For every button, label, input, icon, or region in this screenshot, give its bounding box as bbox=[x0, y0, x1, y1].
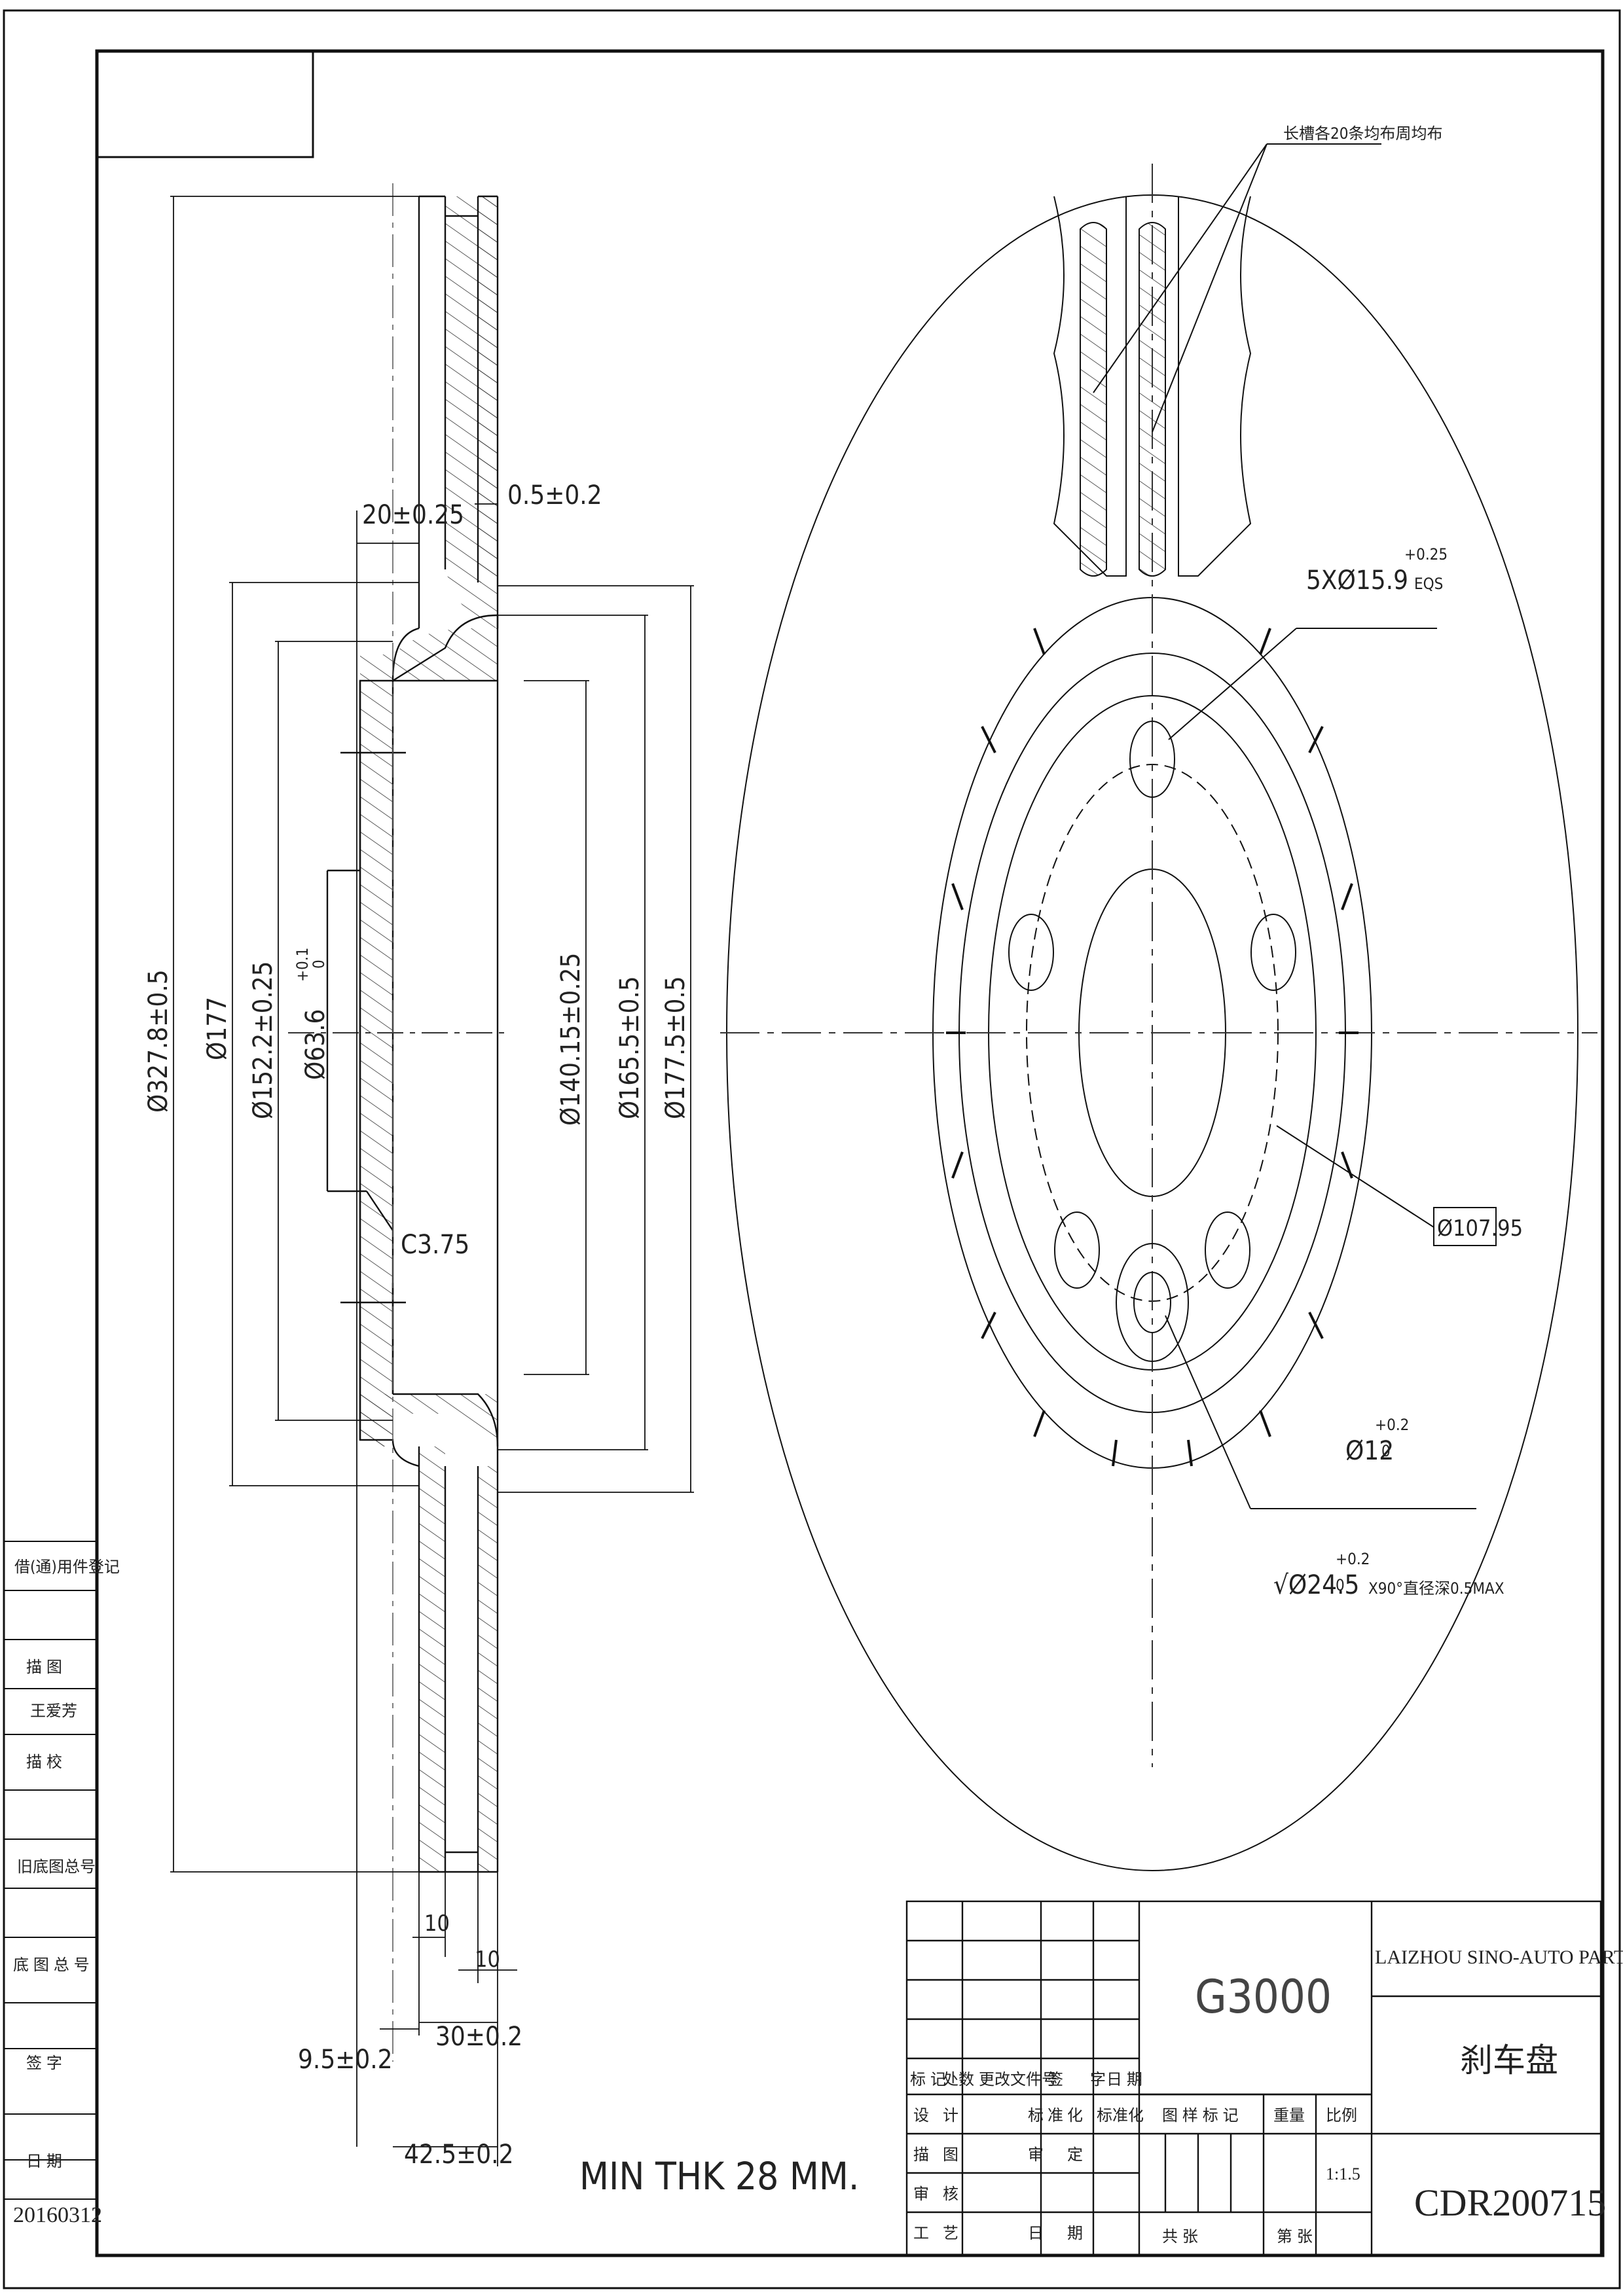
sign-check-a: 审 bbox=[913, 2185, 929, 2203]
title-block bbox=[905, 1900, 1602, 2256]
pcd-box bbox=[1433, 1207, 1497, 1246]
pilot-hole-outer bbox=[1116, 1243, 1189, 1362]
sign-approve-a: 审 bbox=[1028, 2145, 1044, 2164]
slot-break bbox=[1053, 196, 1127, 577]
margin-field-7: 日 期 bbox=[26, 2152, 62, 2170]
pilot-tol: +0.2 bbox=[1375, 1416, 1409, 1434]
slot-right bbox=[1139, 222, 1166, 577]
csk-tol: +0.2 bbox=[1336, 1550, 1370, 1568]
hat-section bbox=[360, 628, 498, 681]
csk-tol0: 0 bbox=[1336, 1576, 1345, 1594]
rev-date: 日 期 bbox=[1106, 2070, 1142, 2089]
weight-label: 重量 bbox=[1273, 2106, 1305, 2125]
dim-152: Ø152.2±0.25 bbox=[248, 961, 278, 1119]
margin-header: 借(通)用件登记 bbox=[14, 1558, 120, 1576]
dim-140: Ø140.15±0.25 bbox=[556, 953, 586, 1126]
dim-ten-a: 10 bbox=[424, 1910, 450, 1937]
bolt-holes-label: 5XØ15.9 bbox=[1306, 565, 1408, 596]
slot-left bbox=[1080, 222, 1107, 577]
margin-field-2: 王爱芳 bbox=[30, 1702, 77, 1720]
margin-field-3: 描 校 bbox=[26, 1753, 62, 1771]
outer-border bbox=[3, 9, 1621, 2289]
lower-plate-inner bbox=[478, 1466, 498, 1872]
drawing-number: CDR200715 bbox=[1414, 2181, 1606, 2224]
min-thickness-note: MIN THK 28 MM. bbox=[579, 2154, 859, 2198]
rev-doc: 更改文件号 bbox=[979, 2070, 1057, 2089]
sign-date-a: 日 bbox=[1028, 2224, 1044, 2242]
bolt-holes-tol-bot: EQS bbox=[1414, 575, 1443, 593]
dim-63-tol0: 0 bbox=[310, 960, 328, 969]
sign-draw-b: 图 bbox=[943, 2145, 958, 2164]
face-view bbox=[720, 143, 1597, 1871]
top-left-box bbox=[96, 50, 314, 158]
sign-design-b: 计 bbox=[943, 2106, 958, 2125]
pilot-hole bbox=[1133, 1272, 1171, 1333]
scale-value: 1:1.5 bbox=[1326, 2164, 1360, 2183]
dim-overall425: 42.5±0.2 bbox=[404, 2140, 513, 2170]
sign-std-b: 准 bbox=[1048, 2106, 1063, 2125]
left-margin-table bbox=[4, 1541, 97, 2200]
sheet-total: 共 张 bbox=[1162, 2227, 1198, 2246]
sign-check-b: 核 bbox=[943, 2185, 958, 2203]
dim-outer-dia: Ø327.8±0.5 bbox=[143, 969, 173, 1113]
rev-sign: 签 bbox=[1048, 2070, 1063, 2089]
rev-count: 处数 bbox=[943, 2070, 974, 2089]
part-name: 刹车盘 bbox=[1460, 2041, 1558, 2079]
pilot-label: Ø12 bbox=[1345, 1436, 1394, 1466]
dim-runout: 0.5±0.2 bbox=[507, 480, 602, 511]
sign-std-c: 化 bbox=[1067, 2106, 1083, 2125]
lower-plate-outer bbox=[419, 1446, 445, 1872]
sign-proc-a: 工 bbox=[913, 2224, 929, 2242]
sign-std-d: 标准化 bbox=[1097, 2106, 1144, 2125]
dim-165: Ø165.5±0.5 bbox=[615, 976, 645, 1119]
dim-chamfer: C3.75 bbox=[401, 1230, 469, 1260]
stage-label: 图 样 标 记 bbox=[1162, 2106, 1239, 2125]
margin-field-5: 底 图 总 号 bbox=[13, 1956, 90, 1974]
scale-label: 比例 bbox=[1326, 2106, 1357, 2125]
section-view: Ø327.8±0.5 Ø177 Ø152.2±0.25 Ø63.6 +0.1 0… bbox=[143, 183, 859, 2198]
upper-plate-inner bbox=[478, 196, 498, 583]
margin-field-1: 描 图 bbox=[26, 1658, 62, 1676]
sheet-no: 第 张 bbox=[1277, 2227, 1313, 2246]
csk-tail: X90°直径深0.5MAX bbox=[1368, 1579, 1504, 1598]
margin-date: 20160312 bbox=[13, 2203, 102, 2227]
csk-label: √Ø24.5 bbox=[1273, 1570, 1359, 1600]
part-code: G3000 bbox=[1195, 1970, 1332, 2024]
hub-wall bbox=[360, 655, 393, 1446]
rev-mark: 标 记 bbox=[910, 2070, 946, 2089]
dim-177-5: Ø177.5±0.5 bbox=[661, 976, 691, 1119]
inner-frame bbox=[95, 49, 1605, 2257]
sign-approve-b: 定 bbox=[1067, 2145, 1083, 2164]
pcd-label: Ø107.95 bbox=[1437, 1215, 1523, 1242]
margin-field-4: 旧底图总号 bbox=[17, 1857, 96, 1876]
hat-lower bbox=[360, 1394, 498, 1446]
bolt-hole-lowleft bbox=[1054, 1211, 1100, 1289]
bolt-hole-lowright bbox=[1205, 1211, 1250, 1289]
dim-63: Ø63.6 bbox=[301, 1009, 331, 1080]
pilot-tol0: 0 bbox=[1381, 1442, 1391, 1460]
dim-63-tol: +0.1 bbox=[293, 948, 312, 982]
company-name: LAIZHOU SINO-AUTO PARTS CO.,LTD bbox=[1375, 1946, 1623, 1968]
bolt-hole-top bbox=[1129, 721, 1175, 798]
sign-design-a: 设 bbox=[913, 2106, 929, 2125]
sign-std-a: 标 bbox=[1028, 2106, 1044, 2125]
sign-proc-b: 艺 bbox=[943, 2224, 958, 2242]
bolt-holes-tol-top: +0.25 bbox=[1404, 545, 1448, 564]
sign-draw-a: 描 bbox=[913, 2145, 929, 2164]
slot-note: 长槽各20条均布周均布 bbox=[1283, 124, 1442, 143]
dim-hat-depth: 20±0.25 bbox=[362, 500, 464, 530]
bolt-hole-left bbox=[1008, 914, 1054, 991]
bolt-hole-right bbox=[1250, 914, 1296, 991]
sign-date-b: 期 bbox=[1067, 2224, 1083, 2242]
dim-offset95: 9.5±0.2 bbox=[298, 2045, 393, 2075]
dim-thick30: 30±0.2 bbox=[435, 2022, 522, 2052]
rev-sign2: 字 bbox=[1090, 2070, 1106, 2089]
dim-ten-b: 10 bbox=[475, 1946, 500, 1973]
margin-field-6: 签 字 bbox=[26, 2054, 62, 2072]
dim-177: Ø177 bbox=[202, 997, 232, 1060]
